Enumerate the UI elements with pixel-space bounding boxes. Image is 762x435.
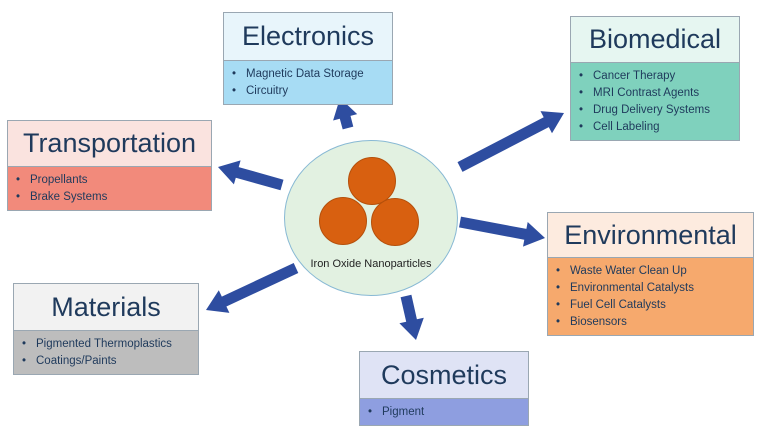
card-items: Pigment: [360, 399, 528, 425]
arrow-to-materials: [206, 263, 299, 313]
card-title: Biomedical: [571, 17, 739, 63]
card-item: Pigment: [360, 404, 528, 421]
card-items: Cancer TherapyMRI Contrast AgentsDrug De…: [571, 63, 739, 140]
card-item: Biosensors: [548, 314, 753, 331]
card-electronics: Electronics Magnetic Data StorageCircuit…: [223, 12, 393, 105]
card-item: Circuitry: [224, 83, 392, 100]
card-title: Transportation: [8, 121, 211, 167]
card-title: Materials: [14, 284, 198, 331]
card-item: Cell Labeling: [571, 119, 739, 136]
card-title: Electronics: [224, 13, 392, 61]
card-items: Pigmented ThermoplasticsCoatings/Paints: [14, 331, 198, 374]
card-item: Propellants: [8, 172, 211, 189]
card-cosmetics: Cosmetics Pigment: [359, 351, 529, 426]
card-item: Pigmented Thermoplastics: [14, 336, 198, 353]
card-item: Fuel Cell Catalysts: [548, 297, 753, 314]
arrow-to-cosmetics: [399, 294, 424, 340]
card-item: Waste Water Clean Up: [548, 263, 753, 280]
nanoparticle-left: [319, 197, 367, 245]
card-item: Cancer Therapy: [571, 68, 739, 85]
card-item: MRI Contrast Agents: [571, 85, 739, 102]
card-biomedical: Biomedical Cancer TherapyMRI Contrast Ag…: [570, 16, 740, 141]
nanoparticle-top: [348, 157, 396, 205]
arrow-to-transportation: [218, 160, 284, 191]
card-items: Waste Water Clean UpEnvironmental Cataly…: [548, 258, 753, 335]
card-item: Drug Delivery Systems: [571, 102, 739, 119]
card-item: Coatings/Paints: [14, 353, 198, 370]
arrow-to-biomedical: [457, 111, 564, 172]
center-hub: Iron Oxide Nanoparticles: [284, 140, 458, 296]
card-environmental: Environmental Waste Water Clean UpEnviro…: [547, 212, 754, 336]
card-item: Magnetic Data Storage: [224, 66, 392, 83]
nanoparticle-right: [371, 198, 419, 246]
card-items: Magnetic Data StorageCircuitry: [224, 61, 392, 104]
center-label: Iron Oxide Nanoparticles: [310, 258, 432, 270]
card-transportation: Transportation PropellantsBrake Systems: [7, 120, 212, 211]
card-materials: Materials Pigmented ThermoplasticsCoatin…: [13, 283, 199, 375]
arrow-to-environmental: [459, 216, 545, 247]
card-items: PropellantsBrake Systems: [8, 167, 211, 210]
card-title: Environmental: [548, 213, 753, 258]
card-item: Environmental Catalysts: [548, 280, 753, 297]
card-item: Brake Systems: [8, 189, 211, 206]
arrow-to-electronics: [333, 98, 358, 130]
card-title: Cosmetics: [360, 352, 528, 399]
